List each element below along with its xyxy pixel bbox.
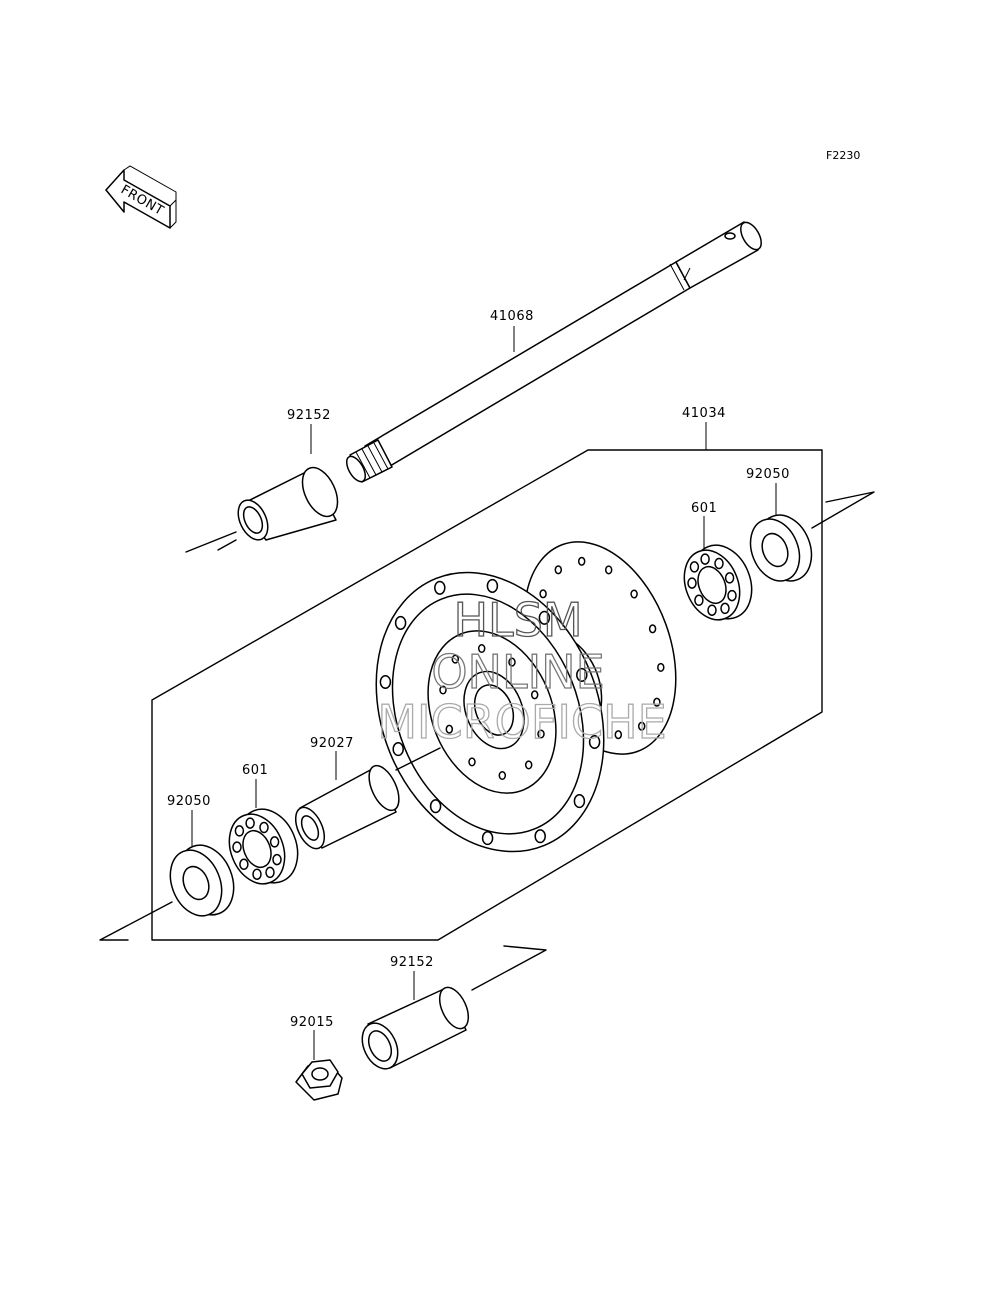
callout-labels: 41068 92152 41034 92050 601 92027 601 92… — [167, 309, 790, 1030]
callout-601-left: 601 — [242, 763, 268, 778]
collar-left-92152 — [185, 466, 339, 553]
bearing-ball — [724, 572, 735, 584]
seal-left-92050 — [99, 844, 235, 941]
hub-hole — [451, 654, 460, 664]
bearing-ball — [720, 602, 730, 615]
bearing-ball — [265, 866, 275, 879]
axle-nut-92015 — [295, 1059, 343, 1101]
disc-hole — [648, 624, 657, 634]
assembly-outline — [151, 449, 823, 941]
bearing-ball — [689, 561, 700, 573]
callout-41068: 41068 — [490, 309, 534, 324]
bearing-ball — [687, 577, 697, 589]
disc-hole — [630, 589, 638, 599]
hub-hole — [524, 760, 533, 770]
rim-slot — [379, 674, 392, 690]
rim-slot — [434, 580, 446, 595]
bearing-ball — [707, 604, 717, 616]
bearing-ball — [714, 557, 724, 570]
disc-hole — [657, 662, 665, 672]
leader-lines — [191, 326, 777, 1060]
bearing-ball — [269, 836, 280, 848]
rim-slot — [394, 615, 407, 630]
hub-hole — [537, 729, 545, 739]
bearing-ball — [272, 853, 282, 866]
callout-92152-left: 92152 — [287, 408, 331, 423]
bearing-ball — [239, 858, 249, 871]
rim-slot — [588, 734, 601, 750]
watermark-line-3: MICROFICHE — [377, 695, 666, 749]
watermark: HLSM ONLINE MICROFICHE — [377, 592, 668, 749]
bearing-ball — [234, 825, 245, 837]
bearing-right-601 — [683, 544, 753, 621]
seal-right-92050 — [749, 491, 875, 582]
watermark-line-2: ONLINE — [431, 645, 604, 699]
hub-hole — [498, 770, 507, 781]
rim-slot — [534, 829, 546, 844]
rim-slot — [573, 794, 586, 809]
collar-right-92152 — [361, 945, 547, 1070]
hub-hole — [530, 690, 539, 700]
disc-hole — [614, 730, 623, 740]
bearing-ball — [245, 817, 255, 829]
watermark-line-1: HLSM — [453, 593, 582, 647]
callout-92015: 92015 — [290, 1015, 334, 1030]
bearing-ball — [232, 841, 242, 853]
bearing-left-601 — [228, 808, 299, 885]
rim-slot — [576, 667, 588, 682]
callout-601-right: 601 — [691, 501, 717, 516]
wheel-hub-41034 — [375, 571, 605, 853]
front-direction-arrow: FRONT — [105, 165, 177, 229]
bearing-ball — [700, 553, 710, 565]
spacer-92027 — [294, 747, 441, 850]
rim-slot — [481, 831, 494, 846]
bearing-ball — [727, 589, 737, 602]
disc-hole — [653, 697, 661, 707]
callout-92050-left: 92050 — [167, 794, 211, 809]
rim-slot — [429, 799, 442, 814]
hub-hole — [468, 757, 476, 767]
hub-hole — [477, 643, 486, 654]
rim-slot — [392, 742, 404, 757]
callout-92152-right: 92152 — [390, 955, 434, 970]
callout-41034: 41034 — [682, 406, 726, 421]
callout-92050-right: 92050 — [746, 467, 790, 482]
rim-slot — [538, 610, 551, 625]
disc-hole — [554, 565, 563, 575]
axle-41068 — [345, 221, 762, 483]
disc-hole — [577, 556, 586, 566]
disc-hole — [604, 565, 613, 575]
figure-code: F2230 — [826, 149, 860, 162]
rim-slot — [486, 578, 499, 593]
disc-hole — [539, 589, 547, 599]
hub-hole — [508, 657, 516, 667]
bearing-ball — [694, 594, 704, 607]
callout-92027: 92027 — [310, 736, 354, 751]
disc-hole — [637, 721, 646, 731]
hub-hole — [439, 685, 447, 695]
hub-hole — [445, 724, 454, 734]
bearing-ball — [252, 868, 262, 880]
bearing-ball — [259, 821, 269, 834]
